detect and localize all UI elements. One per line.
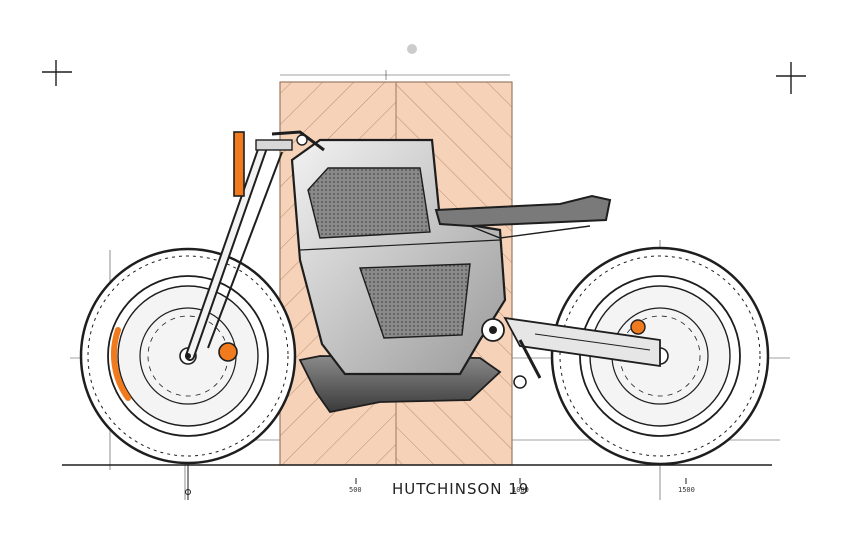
swingarm xyxy=(503,316,661,389)
seat xyxy=(434,194,612,228)
scale-label-1500: 1500 xyxy=(678,486,695,494)
rear-brake-caliper xyxy=(630,319,646,335)
headlight xyxy=(233,131,245,197)
body-shell xyxy=(290,138,507,376)
artist-signature: HUTCHINSON 19 xyxy=(392,480,529,498)
registration-cross-left xyxy=(42,60,72,86)
front-fork xyxy=(185,139,293,361)
scale-label-1000: 1000 xyxy=(512,486,529,494)
graphite-smudge xyxy=(407,44,417,54)
handlebar xyxy=(271,130,325,152)
registration-cross-right xyxy=(776,62,806,94)
scale-ticks xyxy=(185,460,687,500)
front-brake-caliper xyxy=(218,342,238,362)
seat-tail-frame xyxy=(469,225,591,239)
front-axle xyxy=(185,353,191,359)
scale-label-500: 500 xyxy=(349,486,362,494)
